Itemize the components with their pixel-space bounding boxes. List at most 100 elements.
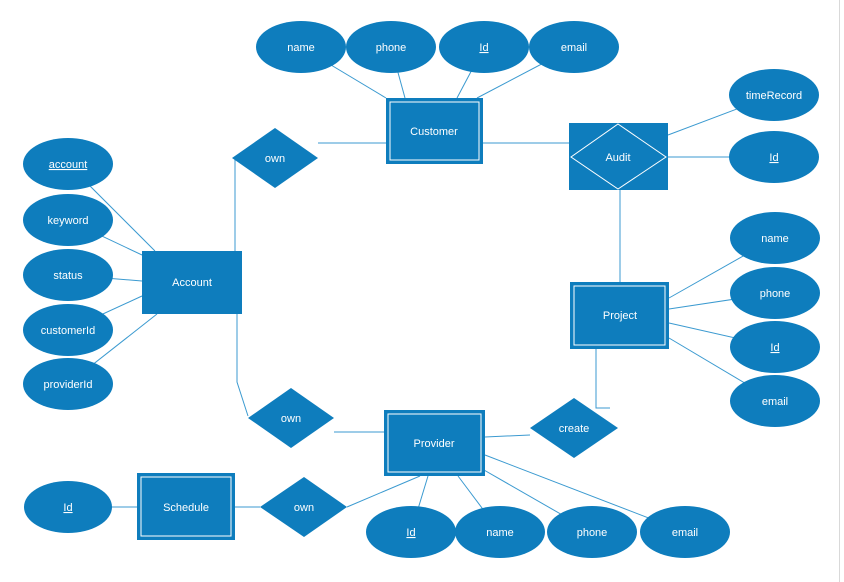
attribute-ellipse: [640, 506, 730, 558]
entity-inner-border: [389, 101, 480, 161]
relationship-diamond: [232, 128, 318, 188]
connector: [236, 314, 249, 417]
entity-label: Project: [603, 310, 637, 322]
attribute-ellipse: [346, 21, 436, 73]
attribute-label: Id: [770, 342, 779, 354]
attribute-label: Id: [479, 42, 488, 54]
relationship-diamond: [570, 123, 667, 190]
entity-label: Customer: [410, 126, 458, 138]
attribute-ellipse: [23, 194, 113, 246]
relationship-diamond: [530, 398, 618, 458]
attribute-customer-id: Id: [439, 21, 529, 73]
attribute-project-phone: phone: [730, 267, 820, 319]
attribute-audit-timerecord: timeRecord: [729, 69, 819, 121]
attribute-account-keyword: keyword: [23, 194, 113, 246]
relationship-own-account-customer: own: [232, 128, 318, 188]
attribute-ellipse: [256, 21, 346, 73]
relationship-diamond: [248, 388, 334, 448]
relationship-label: own: [294, 502, 314, 514]
attribute-project-id: Id: [730, 321, 820, 373]
entity-customer: Customer: [386, 98, 483, 164]
attribute-project-email: email: [730, 375, 820, 427]
attribute-ellipse: [366, 506, 456, 558]
connector: [346, 475, 421, 508]
entity-inner-border: [387, 413, 482, 473]
relationship-label: own: [265, 153, 285, 165]
attribute-project-name: name: [730, 212, 820, 264]
attribute-ellipse: [455, 506, 545, 558]
attribute-provider-email: email: [640, 506, 730, 558]
relationship-own-schedule-provider: own: [260, 477, 347, 537]
entity-box: [142, 251, 242, 314]
entity-account: Account: [142, 251, 242, 314]
entity-inner-border: [140, 476, 232, 537]
relationship-create: create: [530, 398, 618, 458]
attribute-label: Id: [63, 502, 72, 514]
attribute-ellipse: [24, 481, 112, 533]
attribute-audit-id: Id: [729, 131, 819, 183]
entity-box: [386, 98, 483, 164]
attribute-ellipse: [730, 267, 820, 319]
attribute-ellipse: [730, 375, 820, 427]
attribute-label: keyword: [48, 215, 89, 227]
attribute-ellipse: [23, 138, 113, 190]
relationship-audit: Audit: [569, 123, 668, 190]
entity-inner-border: [573, 285, 666, 346]
attribute-ellipse: [547, 506, 637, 558]
relationship-label: Audit: [605, 152, 630, 164]
attribute-ellipse: [23, 249, 113, 301]
page-edge-divider: [839, 0, 840, 582]
attribute-customer-phone: phone: [346, 21, 436, 73]
attribute-account-customerid: customerId: [23, 304, 113, 356]
entity-project: Project: [570, 282, 669, 349]
attribute-label: name: [287, 42, 315, 54]
attribute-ellipse: [529, 21, 619, 73]
attribute-label: name: [486, 527, 514, 539]
entity-provider: Provider: [384, 410, 485, 476]
attribute-ellipse: [730, 212, 820, 264]
attribute-label: email: [762, 396, 788, 408]
attribute-label: account: [49, 159, 88, 171]
entity-label: Account: [172, 277, 212, 289]
attribute-ellipse: [729, 131, 819, 183]
attribute-account-providerid: providerId: [23, 358, 113, 410]
attribute-label: Id: [406, 527, 415, 539]
attribute-provider-name: name: [455, 506, 545, 558]
connector: [595, 349, 610, 409]
entity-box: [570, 282, 669, 349]
attribute-label: customerId: [41, 325, 95, 337]
attribute-schedule-id: Id: [24, 481, 112, 533]
attribute-provider-phone: phone: [547, 506, 637, 558]
attribute-ellipse: [729, 69, 819, 121]
attribute-label: timeRecord: [746, 90, 802, 102]
attribute-ellipse: [439, 21, 529, 73]
attribute-label: name: [761, 233, 789, 245]
relationship-label: own: [281, 413, 301, 425]
attribute-account-status: status: [23, 249, 113, 301]
entity-box: [384, 410, 485, 476]
connector: [484, 434, 531, 438]
relationship-label: create: [559, 423, 590, 435]
entity-schedule: Schedule: [137, 473, 235, 540]
attribute-label: phone: [760, 288, 791, 300]
attribute-label: phone: [577, 527, 608, 539]
attribute-label: providerId: [44, 379, 93, 391]
entity-box: [137, 473, 235, 540]
attribute-customer-name: name: [256, 21, 346, 73]
attribute-label: email: [561, 42, 587, 54]
attribute-ellipse: [23, 304, 113, 356]
attribute-label: email: [672, 527, 698, 539]
relationship-own-account-provider: own: [248, 388, 334, 448]
attribute-ellipse: [730, 321, 820, 373]
attribute-label: Id: [769, 152, 778, 164]
attribute-label: status: [53, 270, 83, 282]
attribute-ellipse: [23, 358, 113, 410]
attribute-account-account: account: [23, 138, 113, 190]
attribute-provider-id: Id: [366, 506, 456, 558]
relationship-diamond: [260, 477, 347, 537]
entity-label: Provider: [414, 438, 455, 450]
attribute-label: phone: [376, 42, 407, 54]
attribute-customer-email: email: [529, 21, 619, 73]
